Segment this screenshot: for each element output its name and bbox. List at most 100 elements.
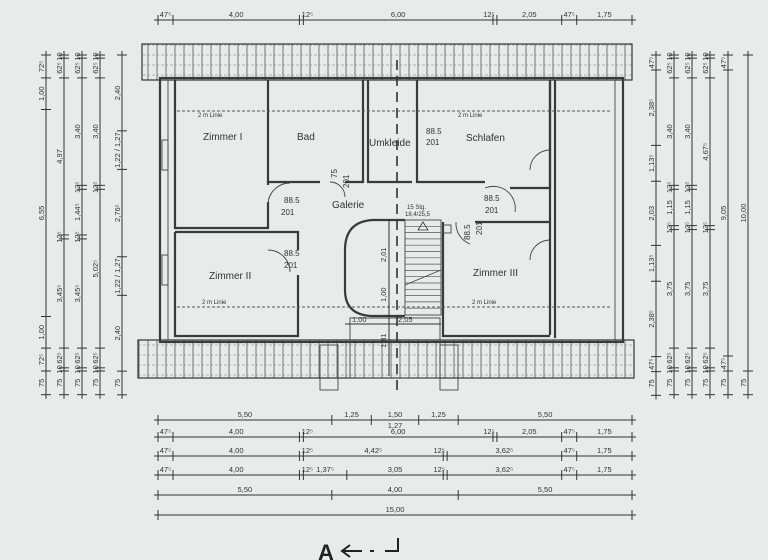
dimension-label: 5,50: [538, 410, 553, 419]
dimension-label: 2,38⁵: [647, 310, 656, 328]
dimension-label: 10: [701, 365, 710, 373]
dimension-label: 5,50: [238, 485, 253, 494]
dimension-label: 2,76⁵: [113, 204, 122, 222]
dimension-label: 3,40: [73, 124, 82, 139]
room-bad: Bad: [297, 132, 315, 143]
inner-dim: 1,00: [379, 287, 388, 302]
dimension-label: 1,22 / 1,27: [113, 258, 122, 293]
dimension-label: 1,13⁵: [647, 154, 656, 172]
dimension-label: 62⁵: [73, 62, 82, 73]
dimension-label: 1,25: [344, 410, 359, 419]
outside-steps-right: [439, 344, 459, 391]
dimension-label: 62⁵: [701, 62, 710, 73]
dimension-label: 12⁵: [73, 182, 82, 193]
dimension-label: 1,50: [388, 410, 403, 419]
dimension-label: 10: [73, 365, 82, 373]
dimension-label: 1,22 / 1,27: [113, 132, 122, 167]
dimension-label: 62⁵: [665, 352, 674, 363]
dimension-label: 47⁵: [647, 358, 656, 369]
window-left-2: [161, 254, 169, 286]
dimension-label: 12⁵: [55, 231, 64, 242]
dimension-label: 1,75: [597, 465, 612, 474]
svg-text:201: 201: [485, 206, 499, 215]
dimension-label: 75: [719, 379, 728, 387]
room-zimmer-3: Zimmer III: [473, 268, 518, 279]
dimension-label: 47⁵: [160, 446, 171, 455]
dimension-label: 1,13⁵: [647, 254, 656, 272]
dimension-label: 2,40: [113, 326, 122, 341]
dimension-label: 47⁵: [719, 358, 728, 369]
dimension-label: 5,50: [238, 410, 253, 419]
dimension-label: 12⁵: [302, 10, 313, 19]
svg-text:88.5: 88.5: [284, 249, 300, 258]
dimension-label: 75: [701, 379, 710, 387]
dimension-label: 1,44⁵: [73, 203, 82, 221]
dimension-label: 4,00: [229, 465, 244, 474]
door-label-zimmer3: 201: [475, 221, 484, 235]
dimension-label: 1,75: [597, 446, 612, 455]
dimension-label: 10: [665, 365, 674, 373]
stair-label: 15 Stg.: [407, 205, 426, 211]
room-umkleide: Umkleide: [369, 138, 411, 149]
dimension-label: 10: [701, 52, 710, 60]
door-label-bad: 201: [342, 174, 351, 188]
dimension-label: 2,38⁵: [647, 99, 656, 117]
dimension-label: 6,55: [37, 206, 46, 221]
dimension-label: 1,15: [683, 200, 692, 215]
outer-wall: [158, 76, 625, 344]
dimension-label: 47⁵: [563, 465, 574, 474]
dimension-label: 12⁵: [73, 231, 82, 242]
dimension-label: 10: [91, 365, 100, 373]
dimension-label: 62⁵: [91, 352, 100, 363]
stair-ratio: 18,4/25,5: [405, 212, 431, 218]
dimension-label: 62⁵: [701, 352, 710, 363]
dimension-label: 2,05: [522, 10, 537, 19]
dimension-label: 12⁵: [433, 465, 444, 474]
dimension-label: 10: [683, 365, 692, 373]
dimension-label: 4,42⁵: [364, 446, 382, 455]
svg-text:88.5: 88.5: [284, 196, 300, 205]
dimension-label: 3,62⁵: [496, 465, 514, 474]
room-galerie: Galerie: [332, 200, 365, 211]
dimension-label: 1,25: [431, 410, 446, 419]
dimension-label: 12⁵: [665, 222, 674, 233]
dimension-label: 75: [647, 379, 656, 387]
dimension-label: 3,45⁵: [73, 285, 82, 303]
dimension-label: 75: [91, 379, 100, 387]
dimension-label: 4,00: [229, 10, 244, 19]
dimension-label: 3,40: [665, 124, 674, 139]
chimney: [442, 224, 452, 234]
dimension-label: 3,62⁵: [496, 446, 514, 455]
dimension-label: 62⁵: [55, 352, 64, 363]
outside-steps-left: [319, 344, 339, 391]
staircase: [404, 219, 442, 316]
dimension-label: 4,00: [229, 427, 244, 436]
section-marker: A: [318, 540, 334, 560]
two-m-line-label: 2 m Linie: [198, 113, 223, 119]
dimension-label: 62⁵: [683, 352, 692, 363]
dimension-label: 12⁵: [665, 182, 674, 193]
dimension-sublabel: 1,27: [388, 421, 403, 430]
dimension-label: 10: [73, 52, 82, 60]
roof-eave-bottom: [137, 339, 635, 379]
roof-eave-top: [141, 43, 633, 81]
dimension-label: 1,75: [597, 10, 612, 19]
two-m-line-label: 2 m Linie: [458, 113, 483, 119]
room-schlafen: Schlafen: [466, 133, 505, 144]
door-swings: [267, 149, 551, 273]
dimension-label: 75: [683, 379, 692, 387]
dimension-label: 10: [55, 52, 64, 60]
dimension-label: 15,00: [386, 505, 405, 514]
door-label-zimmer3: 88.5: [463, 224, 472, 240]
inner-dim: 2,01: [379, 247, 388, 262]
dimension-label: 75: [665, 379, 674, 387]
door-label: 88.5 201: [281, 196, 300, 217]
dimension-label: 12⁵: [701, 222, 710, 233]
svg-text:201: 201: [281, 208, 295, 217]
dimension-label: 2,05: [522, 427, 537, 436]
dimension-label: 72⁵: [37, 61, 46, 72]
dimension-label: 12⁵: [683, 222, 692, 233]
dimension-label: 12⁵: [91, 182, 100, 193]
dimension-label: 3,40: [91, 124, 100, 139]
two-m-line-label: 2 m Linie: [202, 300, 227, 306]
